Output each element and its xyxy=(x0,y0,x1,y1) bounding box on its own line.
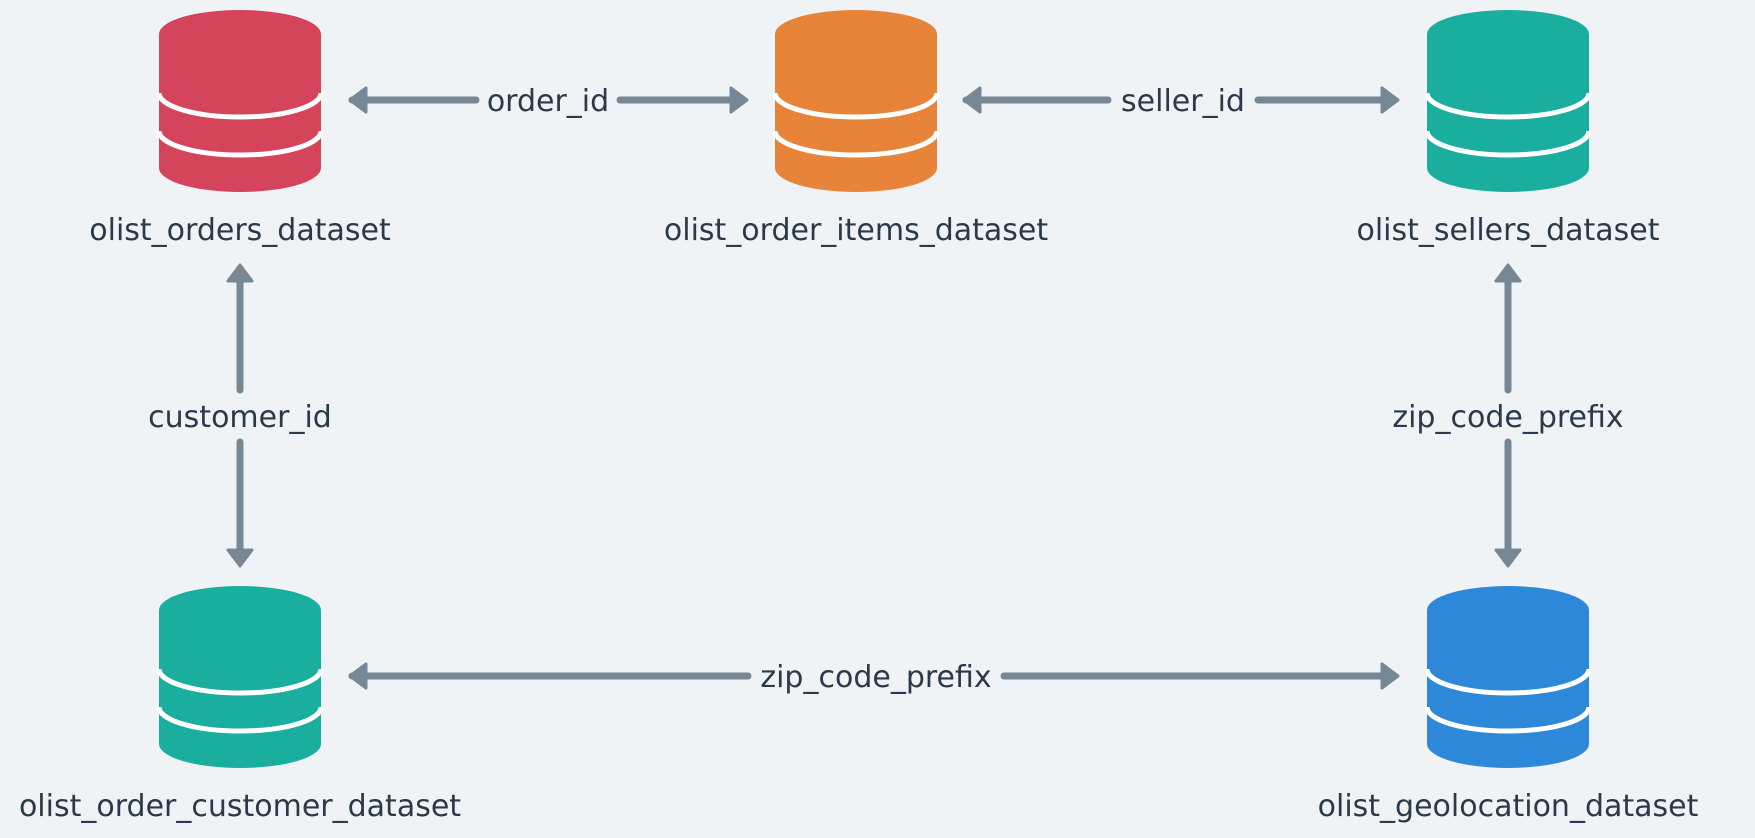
db-node-customers[interactable]: olist_order_customer_dataset xyxy=(19,586,461,824)
arrow-down-icon xyxy=(226,548,254,568)
arrow-left-icon xyxy=(962,86,982,114)
relation-label-zip-code-prefix-vertical: zip_code_prefix xyxy=(1392,400,1623,435)
relation-zip-code-prefix-customers-geolocation: zip_code_prefix xyxy=(348,660,1400,695)
arrow-left-icon xyxy=(348,662,368,690)
db-node-order-items[interactable]: olist_order_items_dataset xyxy=(664,10,1048,248)
db-label-customers: olist_order_customer_dataset xyxy=(19,789,461,824)
relation-order-id: order_id xyxy=(348,84,749,119)
database-icon xyxy=(156,10,324,192)
db-label-sellers: olist_sellers_dataset xyxy=(1356,213,1659,248)
database-icon xyxy=(156,586,324,768)
arrow-right-icon xyxy=(1380,662,1400,690)
db-node-sellers[interactable]: olist_sellers_dataset xyxy=(1356,10,1660,248)
arrow-up-icon xyxy=(226,263,254,283)
relation-customer-id: customer_id xyxy=(148,263,332,568)
database-icon xyxy=(1424,586,1592,768)
relation-label-seller-id: seller_id xyxy=(1121,84,1245,119)
relation-label-zip-code-prefix-horizontal: zip_code_prefix xyxy=(760,660,991,695)
arrow-up-icon xyxy=(1494,263,1522,283)
db-node-orders[interactable]: olist_orders_dataset xyxy=(89,10,391,248)
arrow-down-icon xyxy=(1494,548,1522,568)
relation-zip-code-prefix-sellers-geolocation: zip_code_prefix xyxy=(1392,263,1624,568)
db-label-orders: olist_orders_dataset xyxy=(89,213,391,248)
database-icon xyxy=(1424,10,1592,192)
arrow-right-icon xyxy=(1380,86,1400,114)
db-label-order-items: olist_order_items_dataset xyxy=(664,213,1048,248)
arrow-right-icon xyxy=(729,86,749,114)
db-node-geolocation[interactable]: olist_geolocation_dataset xyxy=(1318,586,1699,824)
relation-seller-id[interactable]: seller_id xyxy=(962,84,1400,119)
relation-label-customer-id: customer_id xyxy=(148,400,332,435)
arrow-left-icon xyxy=(348,86,368,114)
relation-label-order-id: order_id xyxy=(487,84,609,119)
database-icon xyxy=(772,10,940,192)
db-label-geolocation: olist_geolocation_dataset xyxy=(1318,789,1699,824)
